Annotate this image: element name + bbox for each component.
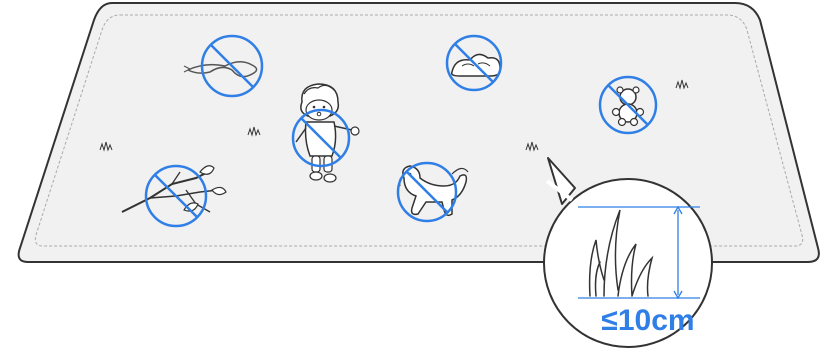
grass-height-label: ≤10cm (583, 301, 713, 341)
